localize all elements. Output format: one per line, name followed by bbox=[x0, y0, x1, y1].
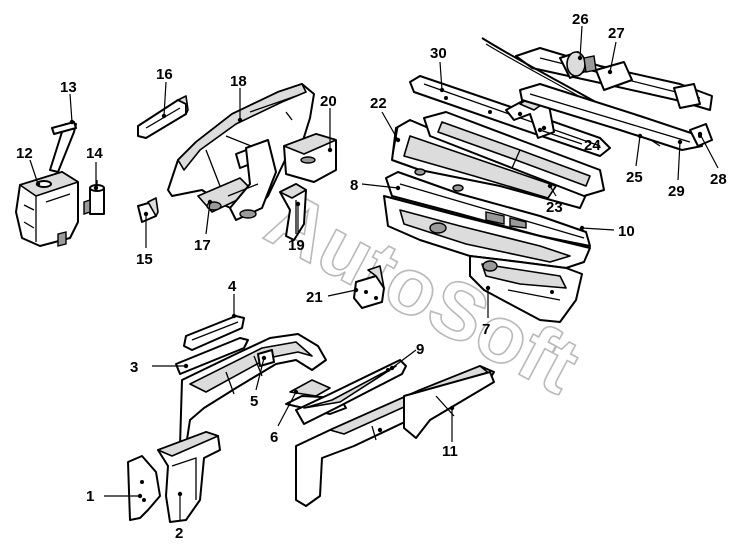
callout-26: 26 bbox=[572, 11, 589, 28]
cowl-molding bbox=[519, 83, 703, 151]
callout-8: 8 bbox=[350, 177, 358, 194]
callout-27: 27 bbox=[608, 25, 625, 42]
callout-15: 15 bbox=[136, 251, 153, 268]
callout-23: 23 bbox=[546, 199, 563, 216]
callout-12: 12 bbox=[16, 145, 33, 162]
callout-21: 21 bbox=[306, 289, 323, 306]
callout-13: 13 bbox=[60, 79, 77, 96]
washer-reservoir bbox=[15, 171, 79, 247]
callout-9: 9 bbox=[416, 341, 424, 358]
leader-lines bbox=[29, 25, 719, 520]
right-upper-rail bbox=[295, 359, 407, 425]
callout-17: 17 bbox=[194, 237, 211, 254]
rail-strip-3 bbox=[175, 337, 249, 375]
left-front-rail bbox=[179, 333, 327, 447]
reinforcement-16 bbox=[137, 95, 189, 139]
callout-14: 14 bbox=[86, 145, 103, 162]
washer-pump bbox=[83, 180, 105, 215]
callout-7: 7 bbox=[482, 321, 490, 338]
callout-4: 4 bbox=[228, 278, 237, 295]
callout-28: 28 bbox=[710, 171, 727, 188]
callout-18: 18 bbox=[230, 73, 247, 90]
rail-end-bracket-1 bbox=[127, 455, 161, 521]
right-front-rail bbox=[295, 365, 495, 507]
callout-labels: 1 2 3 4 5 6 7 8 9 10 11 12 13 14 15 16 1… bbox=[16, 11, 727, 542]
cowl-vent-panel bbox=[423, 111, 605, 197]
callout-1: 1 bbox=[86, 488, 94, 505]
bracket-20 bbox=[283, 133, 337, 183]
callout-20: 20 bbox=[320, 93, 337, 110]
lower-dash-panel bbox=[469, 255, 583, 323]
callout-29: 29 bbox=[668, 183, 685, 200]
bracket-19 bbox=[279, 183, 307, 241]
callout-25: 25 bbox=[626, 169, 643, 186]
callout-16: 16 bbox=[156, 66, 173, 83]
bracket-15 bbox=[137, 197, 159, 223]
callout-19: 19 bbox=[288, 237, 305, 254]
rail-extension-2 bbox=[157, 431, 221, 523]
callout-3: 3 bbox=[130, 359, 138, 376]
callout-11: 11 bbox=[442, 443, 458, 460]
filler-tube bbox=[49, 121, 77, 173]
callout-2: 2 bbox=[175, 525, 183, 542]
callout-30: 30 bbox=[430, 45, 447, 62]
callout-6: 6 bbox=[270, 429, 278, 446]
bracket-21 bbox=[353, 265, 385, 309]
callout-22: 22 bbox=[370, 95, 387, 112]
callout-5: 5 bbox=[250, 393, 258, 410]
dash-panel bbox=[385, 171, 591, 247]
dash-insulator bbox=[383, 195, 591, 269]
callout-10: 10 bbox=[618, 223, 635, 240]
wheelhouse-brace bbox=[197, 139, 277, 221]
callout-24: 24 bbox=[584, 137, 601, 154]
